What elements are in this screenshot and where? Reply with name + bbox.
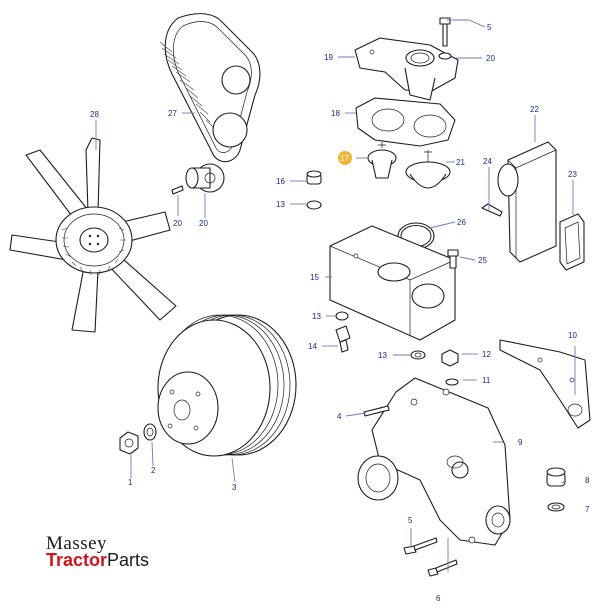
callout-5-bottom: 5 bbox=[408, 516, 413, 525]
callout-12: 12 bbox=[482, 350, 491, 359]
pump-bolts bbox=[363, 405, 458, 577]
callout-16: 16 bbox=[276, 177, 285, 186]
callout-1: 1 bbox=[128, 478, 133, 487]
temperature-sender bbox=[335, 325, 351, 353]
callout-19: 19 bbox=[324, 53, 333, 62]
housing-gasket bbox=[355, 97, 456, 147]
fan-hub bbox=[171, 163, 225, 195]
callout-8: 8 bbox=[585, 476, 590, 485]
thermostat-housing-body bbox=[329, 225, 456, 341]
elbow-gasket bbox=[559, 213, 585, 271]
drive-belt bbox=[159, 13, 261, 163]
callout-9: 9 bbox=[518, 438, 523, 447]
callout-24: 24 bbox=[483, 157, 492, 166]
callout-28: 28 bbox=[90, 110, 99, 119]
callout-2: 2 bbox=[151, 466, 156, 475]
stud-bolt bbox=[447, 249, 459, 269]
callout-25: 25 bbox=[478, 256, 487, 265]
sealing-washers bbox=[335, 311, 426, 360]
callout-13-mid: 13 bbox=[312, 312, 321, 321]
housing-bolt bbox=[438, 17, 452, 60]
drain-plug bbox=[546, 467, 566, 512]
sensor-plug bbox=[306, 170, 322, 210]
logo-word-tractor: Tractor bbox=[46, 550, 108, 570]
callout-4: 4 bbox=[337, 412, 342, 421]
callout-22: 22 bbox=[530, 105, 539, 114]
pulley-nut bbox=[119, 431, 139, 455]
callout-20-bottom: 20 bbox=[199, 219, 208, 228]
water-pump-body bbox=[357, 377, 511, 546]
callout-10: 10 bbox=[568, 331, 577, 340]
cooling-fan bbox=[9, 137, 177, 333]
logo-line-massey: Massey bbox=[46, 533, 108, 554]
logo-word-parts: Parts bbox=[107, 550, 150, 570]
callout-15: 15 bbox=[310, 273, 319, 282]
brand-logo: Massey TractorParts bbox=[46, 534, 149, 569]
callout-26: 26 bbox=[457, 218, 466, 227]
thermostat-large bbox=[405, 150, 451, 189]
crankshaft-pulley bbox=[157, 314, 297, 457]
thermostat-small bbox=[367, 142, 397, 179]
callout-11: 11 bbox=[482, 376, 491, 385]
housing-nut bbox=[441, 349, 459, 386]
callout-3: 3 bbox=[232, 483, 237, 492]
callout-17-highlight bbox=[338, 151, 352, 165]
callout-6: 6 bbox=[436, 594, 441, 603]
callout-14: 14 bbox=[308, 342, 317, 351]
callout-20-hub: 20 bbox=[173, 219, 182, 228]
callout-20-top: 20 bbox=[486, 54, 495, 63]
callout-23: 23 bbox=[568, 170, 577, 179]
pulley-washer bbox=[143, 423, 157, 441]
callout-5-top: 5 bbox=[487, 23, 492, 32]
logo-line-tractor-parts: TractorParts bbox=[46, 551, 149, 569]
callout-13-top: 13 bbox=[276, 200, 285, 209]
elbow-bolt bbox=[481, 203, 503, 217]
callout-21: 21 bbox=[456, 158, 465, 167]
callout-27: 27 bbox=[168, 109, 177, 118]
thermostat-housing-cover bbox=[354, 37, 459, 101]
callout-18: 18 bbox=[331, 109, 340, 118]
leader-lines bbox=[95, 19, 576, 572]
cover-plate bbox=[499, 339, 591, 429]
callout-17: 17 bbox=[340, 154, 349, 163]
callout-7: 7 bbox=[585, 505, 590, 514]
outlet-elbow bbox=[497, 141, 557, 263]
callout-labels: 1 2 3 4 5 5 6 7 8 9 10 11 12 13 13 13 14… bbox=[90, 23, 590, 603]
callout-13-low: 13 bbox=[378, 351, 387, 360]
